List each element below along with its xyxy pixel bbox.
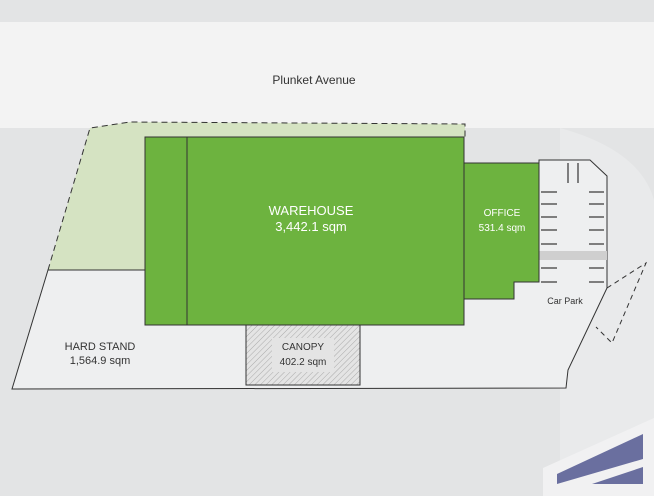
brand-logo-icon	[543, 418, 654, 496]
street-label: Plunket Avenue	[272, 73, 356, 87]
car-park-label: Car Park	[547, 296, 583, 306]
office	[463, 162, 540, 300]
warehouse-title: WAREHOUSE	[269, 203, 354, 218]
canopy-title: CANOPY	[282, 342, 325, 353]
access-dashed	[595, 261, 648, 344]
office-title: OFFICE	[484, 208, 521, 219]
street-band	[0, 22, 654, 128]
office-size: 531.4 sqm	[479, 223, 526, 234]
canopy-size: 402.2 sqm	[280, 357, 327, 368]
canopy-label-bg	[272, 338, 334, 372]
warehouse-size: 3,442.1 sqm	[275, 219, 347, 234]
warehouse	[144, 136, 465, 326]
hard-stand-size: 1,564.9 sqm	[70, 355, 131, 367]
parking-bay-lines	[541, 163, 604, 283]
hard-stand-title: HARD STAND	[65, 341, 136, 353]
car-park-driveway	[539, 251, 607, 260]
